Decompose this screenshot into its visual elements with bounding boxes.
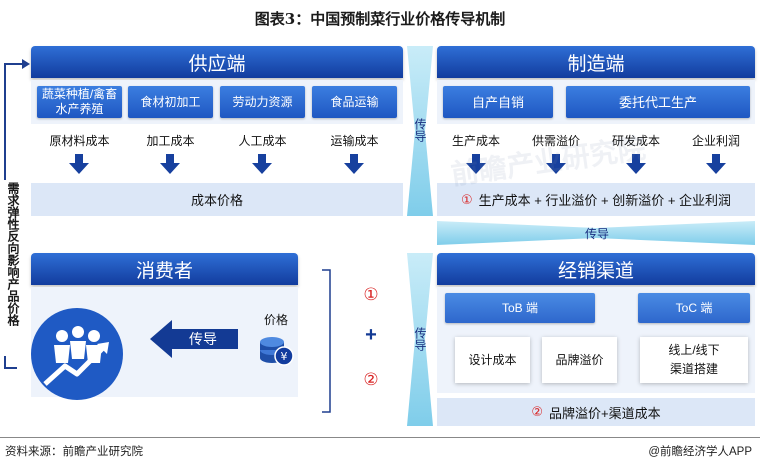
mfg-factor-premium: 供需溢价 [531, 133, 580, 148]
supply-cost-labor: 人工成本 [238, 133, 287, 148]
footer-divider [0, 437, 760, 438]
supply-input-labor: 劳动力资源 [220, 86, 305, 118]
price-label: 价格 [263, 312, 288, 327]
mfg-factor-production: 生产成本 [451, 133, 500, 148]
footer-brand: @前瞻经济学人APP [648, 446, 752, 458]
consumer-marker-2: ② [363, 370, 379, 389]
consumer-bracket [322, 269, 331, 413]
channel-tob: ToB 端 [445, 293, 595, 323]
channel-item-channel-build: 线上/线下 渠道搭建 [640, 337, 748, 383]
mfg-factor-profit: 企业利润 [691, 133, 740, 148]
transfer-band-channel-consumer [407, 253, 433, 426]
consumer-group-icon [31, 308, 123, 400]
consumer-plus: + [365, 323, 377, 346]
supply-cost-processing: 加工成本 [146, 133, 195, 148]
supply-input-farming: 蔬菜种植/禽畜水产养殖 [37, 86, 122, 118]
supply-cost-transport: 运输成本 [330, 133, 379, 148]
mfg-formula-marker: ① [460, 191, 473, 207]
mfg-formula: ① 生产成本 + 行业溢价 + 创新溢价 + 企业利润 [437, 183, 755, 216]
supply-header: 供应端 [31, 46, 403, 78]
manufacturing-header: 制造端 [437, 46, 755, 78]
transfer-label-supply-mfg: 传导 [413, 118, 427, 142]
feedback-label: 需求弹性反向影响产品价格 [6, 182, 20, 326]
supply-input-transport: 食品运输 [312, 86, 397, 118]
channel-toc: ToC 端 [638, 293, 750, 323]
consumer-header: 消费者 [31, 253, 298, 285]
footer-source: 资料来源：前瞻产业研究院 [5, 446, 143, 458]
supply-summary: 成本价格 [31, 183, 403, 216]
supply-down-arrows [69, 154, 364, 174]
transfer-band-supply-mfg [407, 46, 433, 216]
mfg-mode-oem: 委托代工生产 [566, 86, 750, 118]
channel-formula-text: 品牌溢价+渠道成本 [549, 405, 661, 421]
channel-formula: ② 品牌溢价+渠道成本 [437, 398, 755, 426]
consumer-transfer-arrow [150, 320, 238, 358]
coins-icon: ¥ [260, 337, 294, 366]
channel-item-brand: 品牌溢价 [542, 337, 617, 383]
consumer-marker-1: ① [363, 285, 379, 304]
mfg-mode-self: 自产自销 [443, 86, 553, 118]
transfer-label-mfg-channel: 传导 [584, 226, 609, 241]
svg-text:¥: ¥ [281, 350, 288, 363]
transfer-label-channel-consumer: 传导 [413, 327, 427, 351]
transfer-band-mfg-channel [437, 221, 755, 245]
mfg-factor-rnd: 研发成本 [611, 133, 660, 148]
page-title: 图表3：中国预制菜行业价格传导机制 [254, 10, 506, 28]
channel-item-design: 设计成本 [455, 337, 530, 383]
supply-input-processing: 食材初加工 [128, 86, 213, 118]
mfg-down-arrows [466, 154, 726, 174]
channel-formula-marker: ② [531, 404, 544, 419]
consumer-transfer-label: 传导 [189, 331, 217, 347]
supply-cost-material: 原材料成本 [49, 133, 110, 148]
channel-header: 经销渠道 [437, 253, 755, 285]
mfg-formula-text: 生产成本 + 行业溢价 + 创新溢价 + 企业利润 [478, 193, 732, 208]
